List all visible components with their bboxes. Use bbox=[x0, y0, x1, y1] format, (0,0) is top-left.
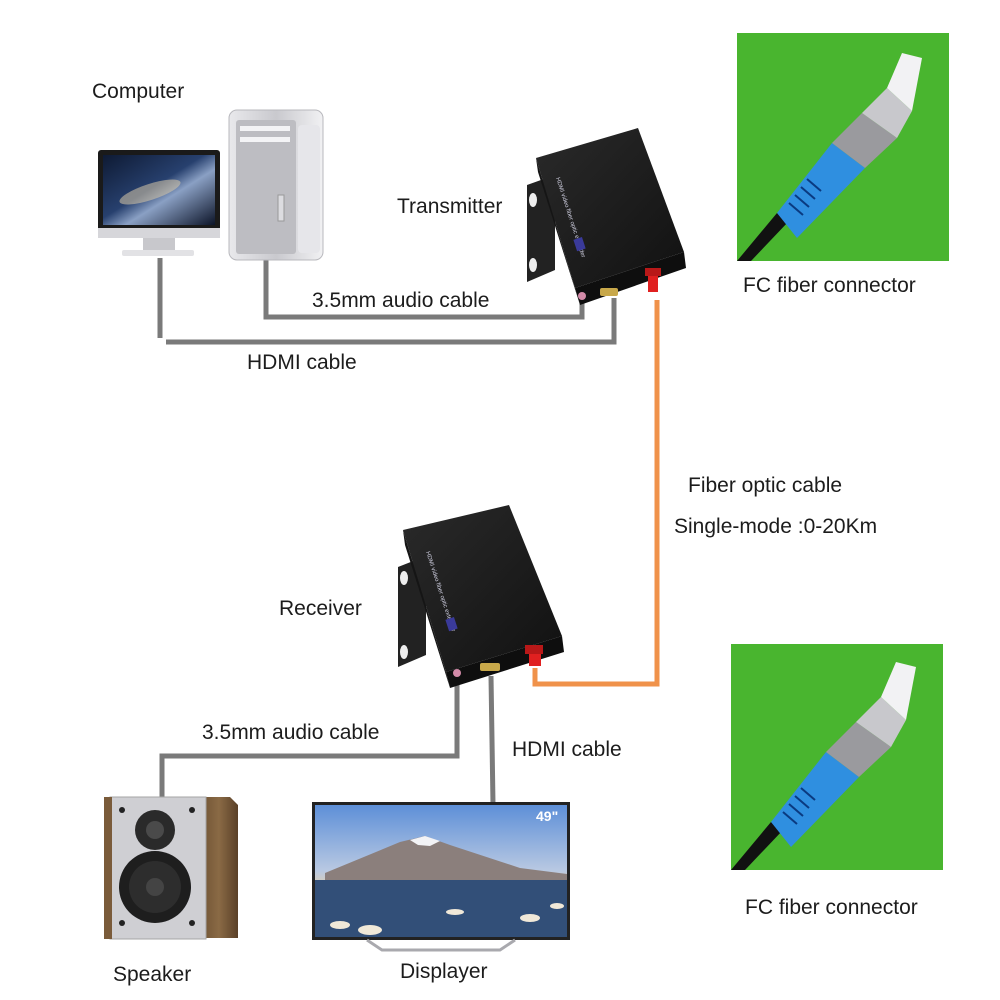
monitor-icon bbox=[98, 150, 220, 256]
tx-hdmi-cable bbox=[157, 258, 617, 345]
rx-audio-cable-label: 3.5mm audio cable bbox=[202, 721, 380, 744]
fiber-spec-label: Single-mode :0-20Km bbox=[674, 515, 878, 538]
tower-pc-icon bbox=[228, 109, 324, 261]
tx-audio-cable-label: 3.5mm audio cable bbox=[312, 289, 490, 312]
speaker-label: Speaker bbox=[113, 963, 192, 986]
receiver-device: HDMI video fiber optic extender bbox=[398, 505, 564, 688]
rx-audio-cable bbox=[159, 680, 460, 800]
fc-connector-caption-top: FC fiber connector bbox=[743, 274, 916, 297]
fc-connector-photo-top bbox=[737, 33, 949, 261]
fiber-optic-cable bbox=[532, 300, 660, 687]
displayer-label: Displayer bbox=[400, 960, 488, 983]
tv-size-badge: 49" bbox=[536, 808, 559, 824]
tv-icon bbox=[312, 802, 570, 952]
fc-connector-photo-bottom bbox=[731, 644, 943, 870]
receiver-label: Receiver bbox=[279, 597, 362, 620]
tx-hdmi-cable-label: HDMI cable bbox=[247, 351, 357, 374]
rx-hdmi-cable bbox=[488, 675, 496, 805]
speaker-icon bbox=[104, 796, 238, 940]
fiber-cable-label: Fiber optic cable bbox=[688, 474, 843, 497]
computer-label: Computer bbox=[92, 80, 185, 103]
transmitter-label: Transmitter bbox=[397, 195, 503, 218]
tx-audio-cable bbox=[263, 258, 585, 320]
transmitter-device: HDMI video fiber optic extender bbox=[527, 128, 686, 305]
rx-hdmi-cable-label: HDMI cable bbox=[512, 738, 622, 761]
fc-connector-caption-bottom: FC fiber connector bbox=[745, 896, 918, 919]
